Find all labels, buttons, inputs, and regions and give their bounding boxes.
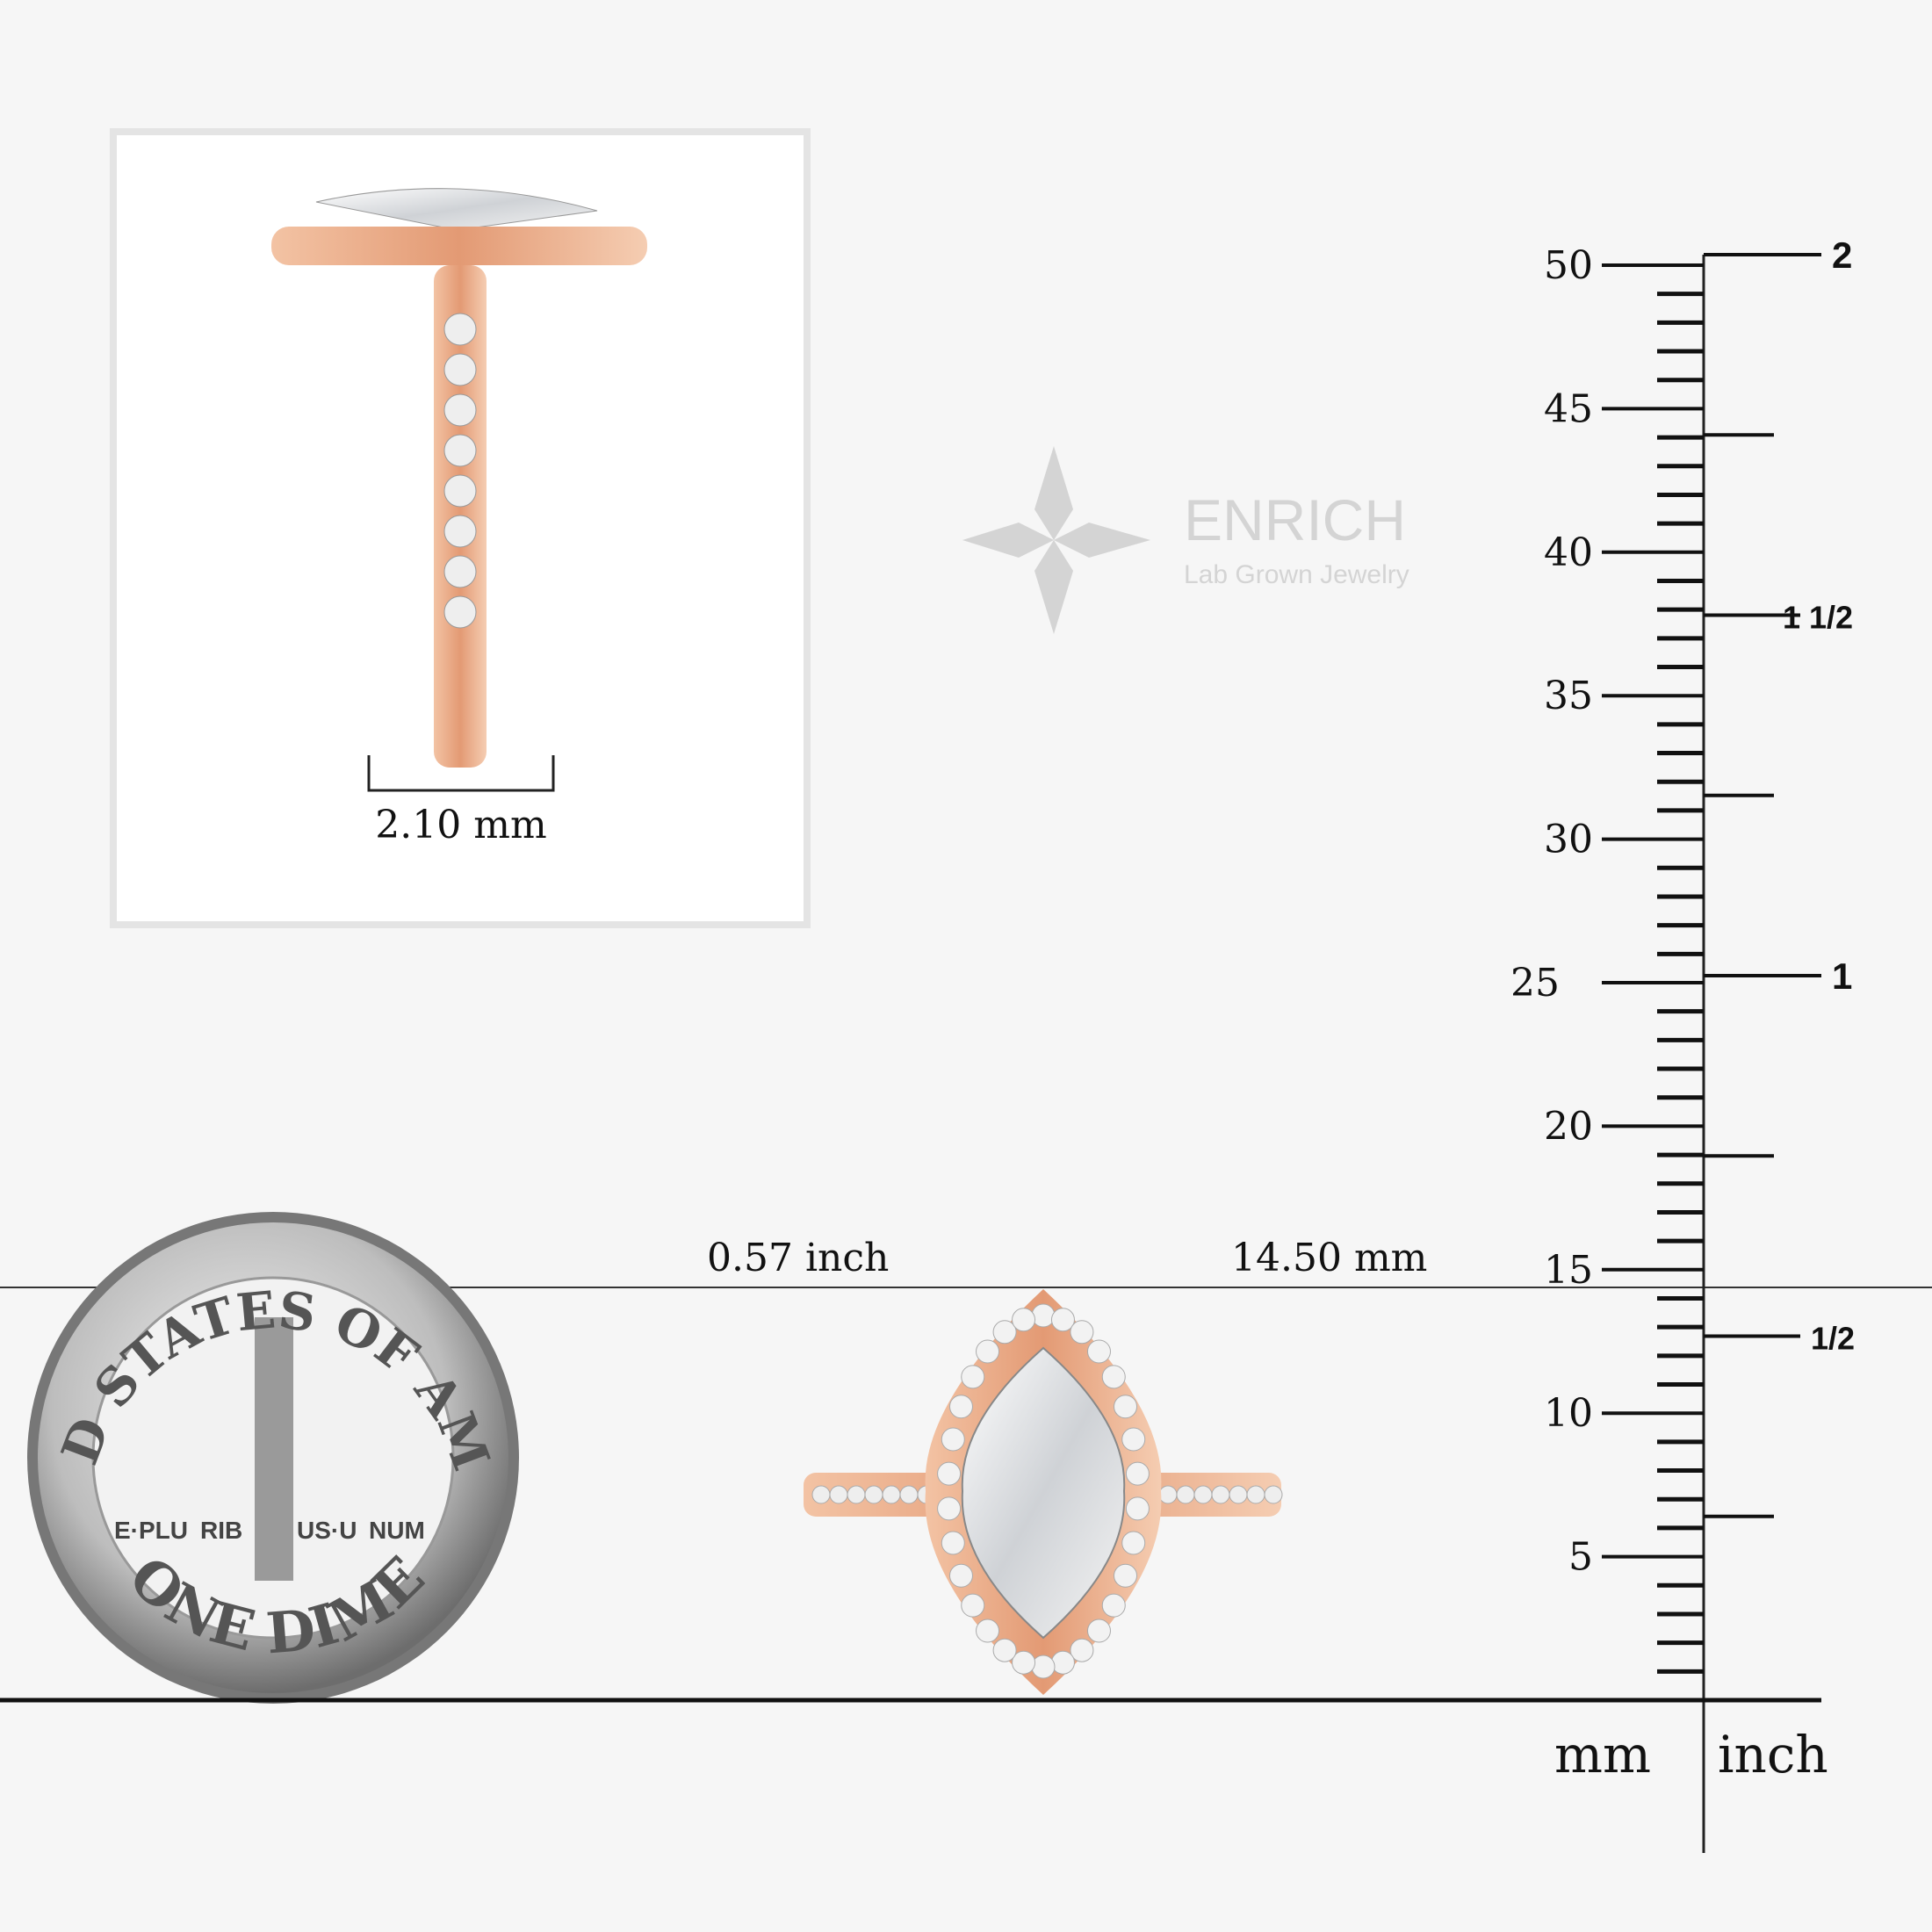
pave-stone: [443, 313, 477, 346]
halo-stone: [1125, 1496, 1150, 1521]
halo-stones: [937, 1303, 1150, 1679]
pave-stone: [1264, 1485, 1283, 1504]
halo-stone: [976, 1618, 1000, 1643]
halo-stone: [1121, 1531, 1146, 1555]
halo-stone: [1121, 1427, 1146, 1452]
mm-label: 5: [1568, 1535, 1593, 1580]
halo-stone: [961, 1593, 985, 1618]
pave-stone: [443, 353, 477, 386]
mm-label: 25: [1510, 961, 1560, 1006]
mm-label: 20: [1544, 1104, 1593, 1149]
brand-logo: ENRICH Lab Grown Jewelry: [962, 446, 1409, 634]
coin-motto: RIB: [200, 1517, 242, 1544]
mm-unit-label: mm: [1554, 1725, 1651, 1784]
halo-stone: [976, 1339, 1000, 1364]
mm-label: 30: [1544, 818, 1593, 862]
brand-name: ENRICH: [1184, 487, 1406, 552]
marquise-center-stone: [961, 1346, 1126, 1640]
halo-stone: [937, 1461, 962, 1486]
pave-stone: [1246, 1485, 1265, 1504]
brand-tagline: Lab Grown Jewelry: [1184, 560, 1409, 589]
halo-stone: [941, 1427, 965, 1452]
halo-stone: [1086, 1618, 1111, 1643]
halo-stone: [992, 1320, 1017, 1344]
coin-motto: NUM: [369, 1517, 425, 1544]
mm-label: 50: [1544, 243, 1593, 288]
inch-label: 2: [1832, 234, 1852, 276]
inch-unit-label: inch: [1718, 1725, 1828, 1784]
pave-stone: [811, 1485, 831, 1504]
pave-stone: [443, 434, 477, 467]
width-inch-label: 0.57 inch: [707, 1236, 889, 1280]
coin-motto: US·U: [297, 1517, 357, 1544]
center-stone-side: [315, 188, 598, 231]
band-width-bracket: [367, 755, 555, 792]
pave-stone: [1158, 1485, 1178, 1504]
pave-stone: [882, 1485, 901, 1504]
halo-stone: [1070, 1638, 1094, 1662]
mm-label: 10: [1544, 1391, 1593, 1436]
mm-label: 40: [1544, 530, 1593, 575]
halo-stone: [1012, 1308, 1036, 1332]
inch-label: 1/2: [1811, 1321, 1855, 1357]
inch-label: 1 1/2: [1783, 600, 1853, 636]
band-width-label: 2.10 mm: [375, 803, 546, 847]
halo-stone: [1050, 1308, 1075, 1332]
mm-label: 15: [1544, 1248, 1593, 1293]
halo-stone: [1031, 1654, 1056, 1679]
halo-stone: [1086, 1339, 1111, 1364]
halo-stone: [937, 1496, 962, 1521]
ring-top-view: [804, 1289, 1283, 1695]
inch-label: 1: [1832, 955, 1852, 997]
width-mm-label: 14.50 mm: [1231, 1236, 1427, 1280]
pave-stone: [1211, 1485, 1230, 1504]
halo-stone: [1125, 1461, 1150, 1486]
ruler: mm inch 5 10 15 20 25 30 35 40 45 50 1/2 1 1 1/2 2: [0, 234, 1855, 1853]
pave-stone: [1176, 1485, 1195, 1504]
pave-stone: [443, 595, 477, 629]
halo-stone: [1101, 1365, 1126, 1389]
halo-stone: [941, 1531, 965, 1555]
halo-stone: [992, 1638, 1017, 1662]
halo-stone: [1114, 1395, 1138, 1419]
halo-stone: [1050, 1650, 1075, 1675]
halo-stone: [1012, 1650, 1036, 1675]
halo-stone: [961, 1365, 985, 1389]
halo-stone: [1070, 1320, 1094, 1344]
halo-stone: [1114, 1563, 1138, 1588]
halo-stone: [948, 1395, 973, 1419]
mm-label: 35: [1544, 674, 1593, 718]
pave-stone: [864, 1485, 883, 1504]
pave-stone: [847, 1485, 866, 1504]
pave-stone: [1193, 1485, 1213, 1504]
pave-stone: [899, 1485, 919, 1504]
halo-stone: [948, 1563, 973, 1588]
pave-stone: [443, 515, 477, 548]
pave-stone: [443, 474, 477, 508]
pave-stones: [443, 313, 477, 629]
torch-icon: [255, 1317, 293, 1581]
pave-stone: [443, 555, 477, 588]
mm-label: 45: [1544, 386, 1593, 431]
halo-stone: [1031, 1303, 1056, 1328]
pave-stone: [829, 1485, 848, 1504]
halo-stone: [1101, 1593, 1126, 1618]
halo-setting: [271, 227, 647, 265]
pave-stone: [443, 393, 477, 427]
coin-motto: E·PLU: [114, 1517, 188, 1544]
ring-side-view: [271, 188, 647, 768]
pave-stone: [1229, 1485, 1248, 1504]
